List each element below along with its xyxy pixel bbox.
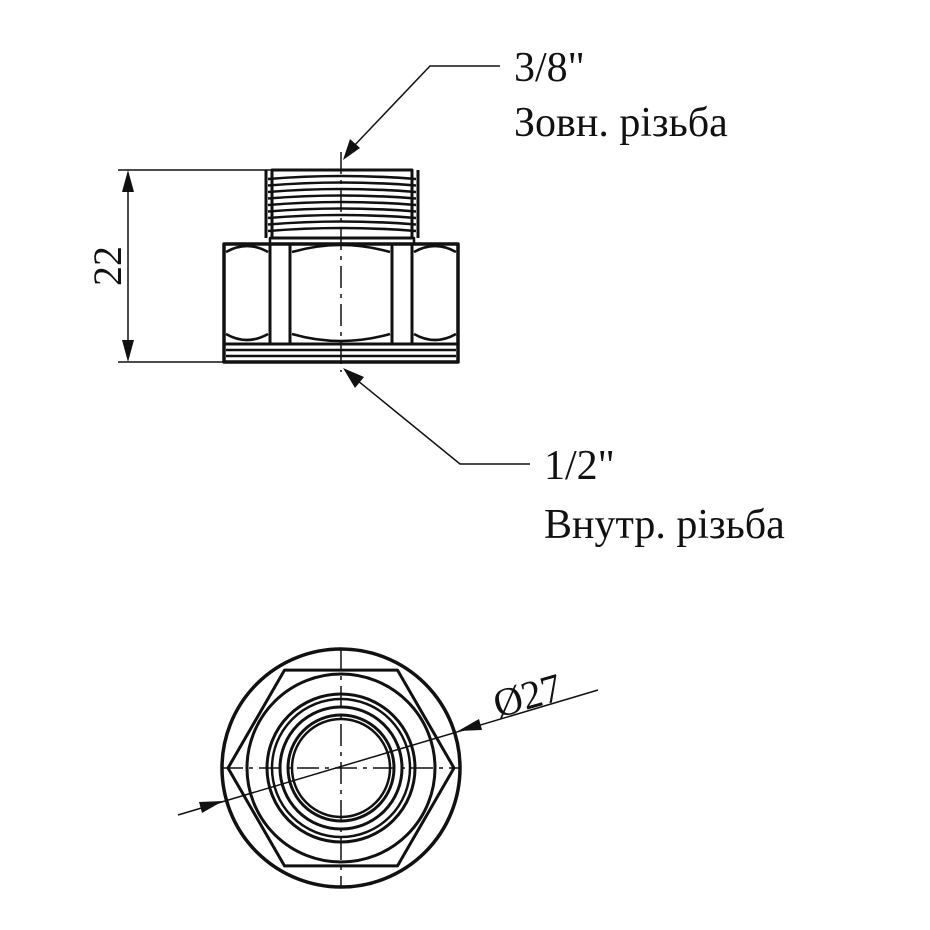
end-view-center-lines — [221, 648, 461, 888]
thread-crest-line — [267, 207, 417, 213]
thread-crest-line — [267, 213, 417, 220]
thread-crest-line — [267, 226, 417, 233]
end-view — [177, 647, 599, 889]
top-thread-leader — [343, 65, 500, 160]
thread-crest-line — [267, 181, 417, 187]
height-dimension — [118, 169, 272, 363]
thread-crest-line — [267, 200, 417, 207]
top-thread-type: Зовн. різьба — [514, 100, 728, 146]
external-thread — [264, 168, 420, 246]
top-thread-size: 3/8" — [514, 45, 585, 91]
bottom-thread-size: 1/2" — [544, 443, 615, 489]
height-dimension-label: 22 — [85, 246, 130, 286]
diameter-dimension-label: Ø27 — [488, 664, 567, 726]
thread-crest-line — [267, 194, 417, 200]
thread-crest-line — [267, 187, 417, 194]
thread-crest-line — [267, 174, 417, 181]
hex-body — [222, 242, 460, 364]
bottom-thread-leader — [343, 368, 530, 465]
diameter-leader — [177, 689, 599, 816]
bottom-thread-type: Внутр. різьба — [544, 502, 785, 548]
side-view — [222, 152, 460, 372]
thread-crest-line — [267, 220, 417, 226]
